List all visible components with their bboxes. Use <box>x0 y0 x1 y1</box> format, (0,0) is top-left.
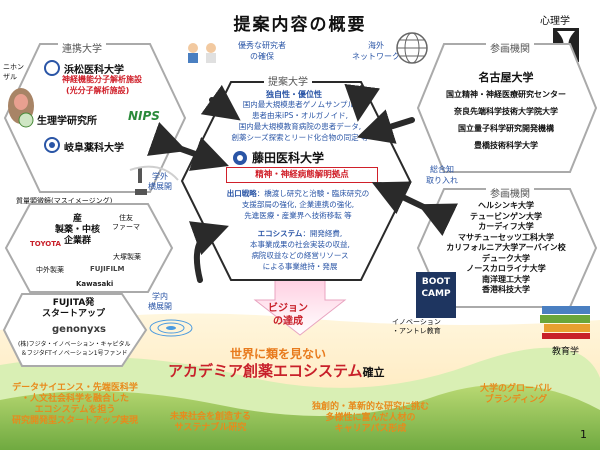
fujita-name: 藤田医科大学 <box>252 151 325 165</box>
vision-arrow <box>253 279 347 336</box>
participating1-hexagon <box>416 43 598 173</box>
fujifilm-logo: FUJIFILM <box>90 265 125 273</box>
integrate-label: 総合知 取り入れ <box>426 165 458 185</box>
genonyxs-logo: genonyxs <box>52 324 106 335</box>
exit-title: 出口戦略 <box>226 189 257 198</box>
participating2-header: 参画機関 <box>486 185 534 200</box>
partner-univ-hexagon <box>3 43 187 193</box>
hamamatsu-logo-icon <box>44 60 60 76</box>
uniq-line: 創薬シーズ探索とリード化合物の同定 等 <box>231 133 369 142</box>
vision-line2-suffix: 確立 <box>362 366 385 379</box>
researcher-label <box>183 40 223 66</box>
page-title: 提案内容の概要 <box>233 15 367 35</box>
uniq-line: 国内最大規模教育病院の患者データ, <box>238 122 362 131</box>
partner-univ-header: 連携大学 <box>58 40 106 55</box>
vision-label: ビジョン の達成 <box>268 303 308 327</box>
bootcamp-book: BOOT CAMP <box>416 272 456 318</box>
kawasaki-logo: Kawasaki <box>76 280 114 288</box>
eco-line: 本事業成果の社会実装の収益, <box>250 240 350 249</box>
exit-line: 出口戦略：橋渡し研究と治験・臨床研究の <box>206 188 390 199</box>
participating1-item: 名古屋大学 <box>478 71 534 84</box>
vision-line1: 世界に類を見ない <box>230 347 327 361</box>
bottom-c2: 未来社会を創造する サステナブル研究 <box>170 412 252 433</box>
globe-icon <box>396 32 428 64</box>
gifu-logo-icon <box>44 137 60 153</box>
psychology-label: 心理学 <box>540 16 570 27</box>
participating2-item: デューク大学 <box>482 253 530 263</box>
network-label: 海外 ネットワーク <box>352 41 400 61</box>
participating2-list: ヘルシンキ大学 テュービンゲン大学 カーディフ大学 マサチューセッツ工科大学 カ… <box>420 201 592 296</box>
sumitomo-logo: 住友 ファーマ <box>112 214 140 231</box>
page-number: 1 <box>580 428 587 441</box>
bottom-c3: 独創的・革新的な研究に挑む 多様性に富んだ人材の キャリアパス形成 <box>312 402 430 434</box>
books-icon <box>540 306 590 339</box>
industry-header: 産 製薬・中核 企業群 <box>55 214 101 246</box>
inside-expand-label: 学内 横展開 <box>148 292 172 311</box>
exit-block: 出口戦略：橋渡し研究と治験・臨床研究の 支援部局の強化, 企業連携の強化, 先進… <box>206 188 390 221</box>
eco-line: による事業維持・発展 <box>262 262 338 271</box>
exit-line: 支援部局の強化, 企業連携の強化, <box>241 200 355 209</box>
microscope-icon <box>135 167 147 195</box>
participating2-item: テュービンゲン大学 <box>470 211 542 221</box>
vision-line2-main: アカデミア創薬エコシステム <box>168 362 363 380</box>
chugai-logo: 中外製薬 <box>36 266 64 274</box>
participating2-item: カリフォルニア大学アーバイン校 <box>446 243 566 252</box>
microscope-label: 質量顕微鏡(マスイメージング) <box>16 197 113 205</box>
participating1-item: 奈良先端科学技術大学院大学 <box>454 107 558 116</box>
eco-line: エコシステム：開発経費, <box>214 228 386 239</box>
participating2-item: ヘルシンキ大学 <box>478 201 534 210</box>
uniq-line: 患者由来iPS・オルガノイド, <box>251 111 349 120</box>
participating2-item: 香港科技大学 <box>482 285 530 294</box>
gifu-name: 岐阜薬科大学 <box>64 143 124 154</box>
participating2-item: マサチューセッツ工科大学 <box>458 232 554 242</box>
nips-label: 生理学研究所 <box>37 116 97 127</box>
eco-block: エコシステム：開発経費, 本事業成果の社会実装の収益, 病院収益などの経営リソー… <box>214 228 386 272</box>
uniq-line: 国内最大規模患者ゲノムサンプル, <box>242 100 358 109</box>
toyota-logo: TOYOTA <box>30 240 61 248</box>
exit-line: 先進医療・産業界へ技術移転 等 <box>244 211 352 220</box>
eco-line-0: ：開発経費, <box>302 229 343 238</box>
nips-round-icon <box>18 112 34 128</box>
eco-line: 病院収益などの経営リソース <box>251 251 349 260</box>
participating1-list: 名古屋大学 国立精神・神経医療研究センター 奈良先端科学技術大学院大学 国立量子… <box>420 70 592 154</box>
researcher-icon <box>183 40 223 64</box>
bottom-c4: 大学のグローバル ブランディング <box>480 384 552 405</box>
bottom-c1: データサイエンス・先端医科学 ・人文社会科学を融合した エコシステムを担う 研究… <box>12 383 139 426</box>
uniq-lines: 国内最大規模患者ゲノムサンプル, 患者由来iPS・オルガノイド, 国内最大規模教… <box>214 99 386 143</box>
otsuka-logo: 大塚製薬 <box>113 253 141 261</box>
nihon-saru-label: ニホン ザル <box>3 63 24 81</box>
base-label: 精神・神経病態解明拠点 <box>226 167 378 183</box>
uniq-title: 独自性・優位性 <box>266 90 322 99</box>
hamamatsu-sub1: 神経機能分子解析施設 <box>62 75 142 84</box>
innovation-label: イノベーション ・アントレ教育 <box>392 318 441 335</box>
vision-line2: アカデミア創薬エコシステム確立 <box>168 360 385 381</box>
nips-logo: NIPS <box>128 109 160 123</box>
startup-header: FUJITA発 スタートアップ <box>42 298 106 319</box>
startup-hexagon <box>2 293 148 367</box>
talent-label: 優秀な研究者 の確保 <box>238 41 286 61</box>
center-header: 提案大学 <box>264 73 312 88</box>
participating1-item: 国立精神・神経医療研究センター <box>446 90 566 99</box>
participating2-item: 南洋理工大学 <box>482 274 530 284</box>
eco-title: エコシステム <box>257 229 303 238</box>
monkey-icon <box>8 88 34 124</box>
exit-line-0: ：橋渡し研究と治験・臨床研究の <box>256 189 370 198</box>
participating1-item: 豊橋技術科学大学 <box>474 141 538 150</box>
fund-label: (株)フジタ・イノベーション・キャピタル ＆フジタFTイノベーション1号ファンド <box>18 341 131 357</box>
pedagogy-label: 教育学 <box>552 347 580 357</box>
outside-expand-label: 学外 横展開 <box>148 172 172 191</box>
hamamatsu-name: 浜松医科大学 <box>64 65 124 76</box>
ripple-icon <box>149 319 193 337</box>
fujita-logo-icon <box>233 151 247 165</box>
hamamatsu-sub2: (光分子解析施設) <box>66 86 130 95</box>
participating2-item: ノースカロライナ大学 <box>466 264 546 273</box>
industry-hexagon <box>4 203 174 293</box>
participating1-header: 参画機関 <box>486 40 534 55</box>
participating1-item: 国立量子科学研究開発機構 <box>458 124 554 133</box>
participating2-item: カーディフ大学 <box>478 222 534 231</box>
